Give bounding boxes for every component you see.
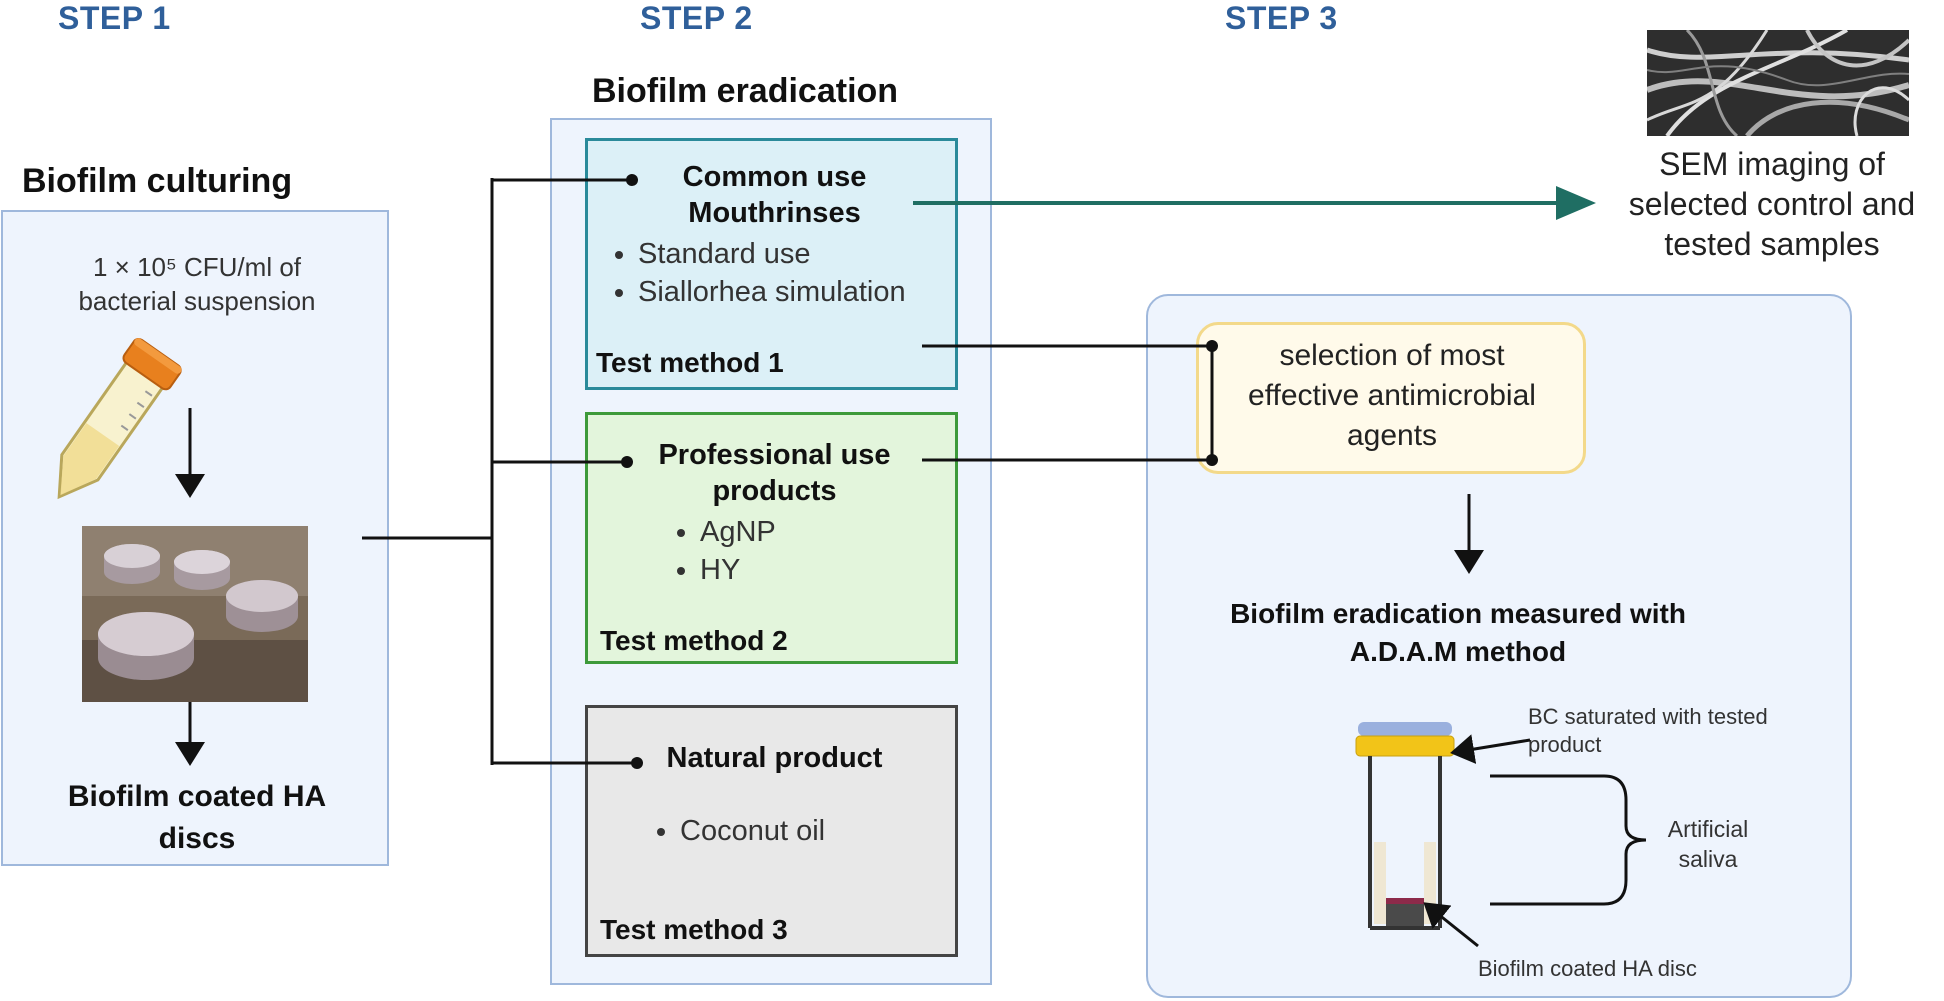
list-item: HY xyxy=(700,551,776,589)
box1-title-2: Mouthrinses xyxy=(688,197,861,229)
box2-title-1: Professional use xyxy=(658,439,891,471)
selection-text-1: selection of most xyxy=(1279,339,1505,372)
list-item: Siallorhea simulation xyxy=(638,273,906,311)
box1-title-1: Common use xyxy=(682,161,867,193)
box3-title-1: Natural product xyxy=(666,742,883,774)
test-method-2-box: Professional use products AgNP HY Test m… xyxy=(585,412,958,664)
test-method-3-box: Natural product Coconut oil Test method … xyxy=(585,705,958,957)
list-item: Standard use xyxy=(638,235,906,273)
box2-list: AgNP HY xyxy=(668,513,776,589)
disc-label: Biofilm coated HA disc xyxy=(1478,956,1697,981)
box3-list: Coconut oil xyxy=(648,812,825,850)
centrifuge-tube-icon xyxy=(57,337,182,500)
adam-text-1: Biofilm eradication measured with xyxy=(1230,598,1686,629)
bc-label-1: BC saturated with tested xyxy=(1528,704,1768,729)
adam-text-2: A.D.A.M method xyxy=(1349,636,1567,667)
step1-heading: Biofilm culturing xyxy=(22,162,293,200)
selection-text-3: agents xyxy=(1346,419,1438,452)
sem-image xyxy=(1647,30,1909,136)
sem-text-1: SEM imaging of xyxy=(1659,146,1885,182)
sem-text-3: tested samples xyxy=(1664,226,1880,262)
result-text-2: discs xyxy=(158,822,236,855)
saliva-label-2: saliva xyxy=(1678,846,1738,872)
test-method-2-label: Test method 2 xyxy=(600,625,788,656)
bc-label-2: product xyxy=(1528,732,1602,757)
test-method-3-label: Test method 3 xyxy=(600,914,788,945)
box1-list: Standard use Siallorhea simulation xyxy=(606,235,906,311)
list-item: Coconut oil xyxy=(680,812,825,850)
saliva-brace xyxy=(1603,774,1647,906)
test-method-1-label: Test method 1 xyxy=(596,347,784,378)
adam-tube-icon xyxy=(1355,722,1455,930)
step3-label: STEP 3 xyxy=(1225,0,1338,36)
result-text-1: Biofilm coated HA xyxy=(67,780,327,813)
box2-title-2: products xyxy=(712,475,837,507)
sem-text-2: selected control and xyxy=(1628,186,1916,222)
step2-label: STEP 2 xyxy=(640,0,753,36)
step1-label: STEP 1 xyxy=(58,0,171,36)
suspension-text-2: bacterial suspension xyxy=(78,286,316,316)
selection-text-2: effective antimicrobial xyxy=(1248,379,1536,412)
list-item: AgNP xyxy=(700,513,776,551)
saliva-label-1: Artificial xyxy=(1667,816,1749,842)
suspension-text-1: 1 × 10⁵ CFU/ml of xyxy=(92,252,301,282)
selection-box: selection of most effective antimicrobia… xyxy=(1196,322,1586,474)
step3-panel: selection of most effective antimicrobia… xyxy=(1146,294,1852,998)
test-method-1-box: Common use Mouthrinses Standard use Sial… xyxy=(585,138,958,390)
step2-heading: Biofilm eradication xyxy=(592,72,899,110)
ha-discs-photo xyxy=(82,526,308,702)
